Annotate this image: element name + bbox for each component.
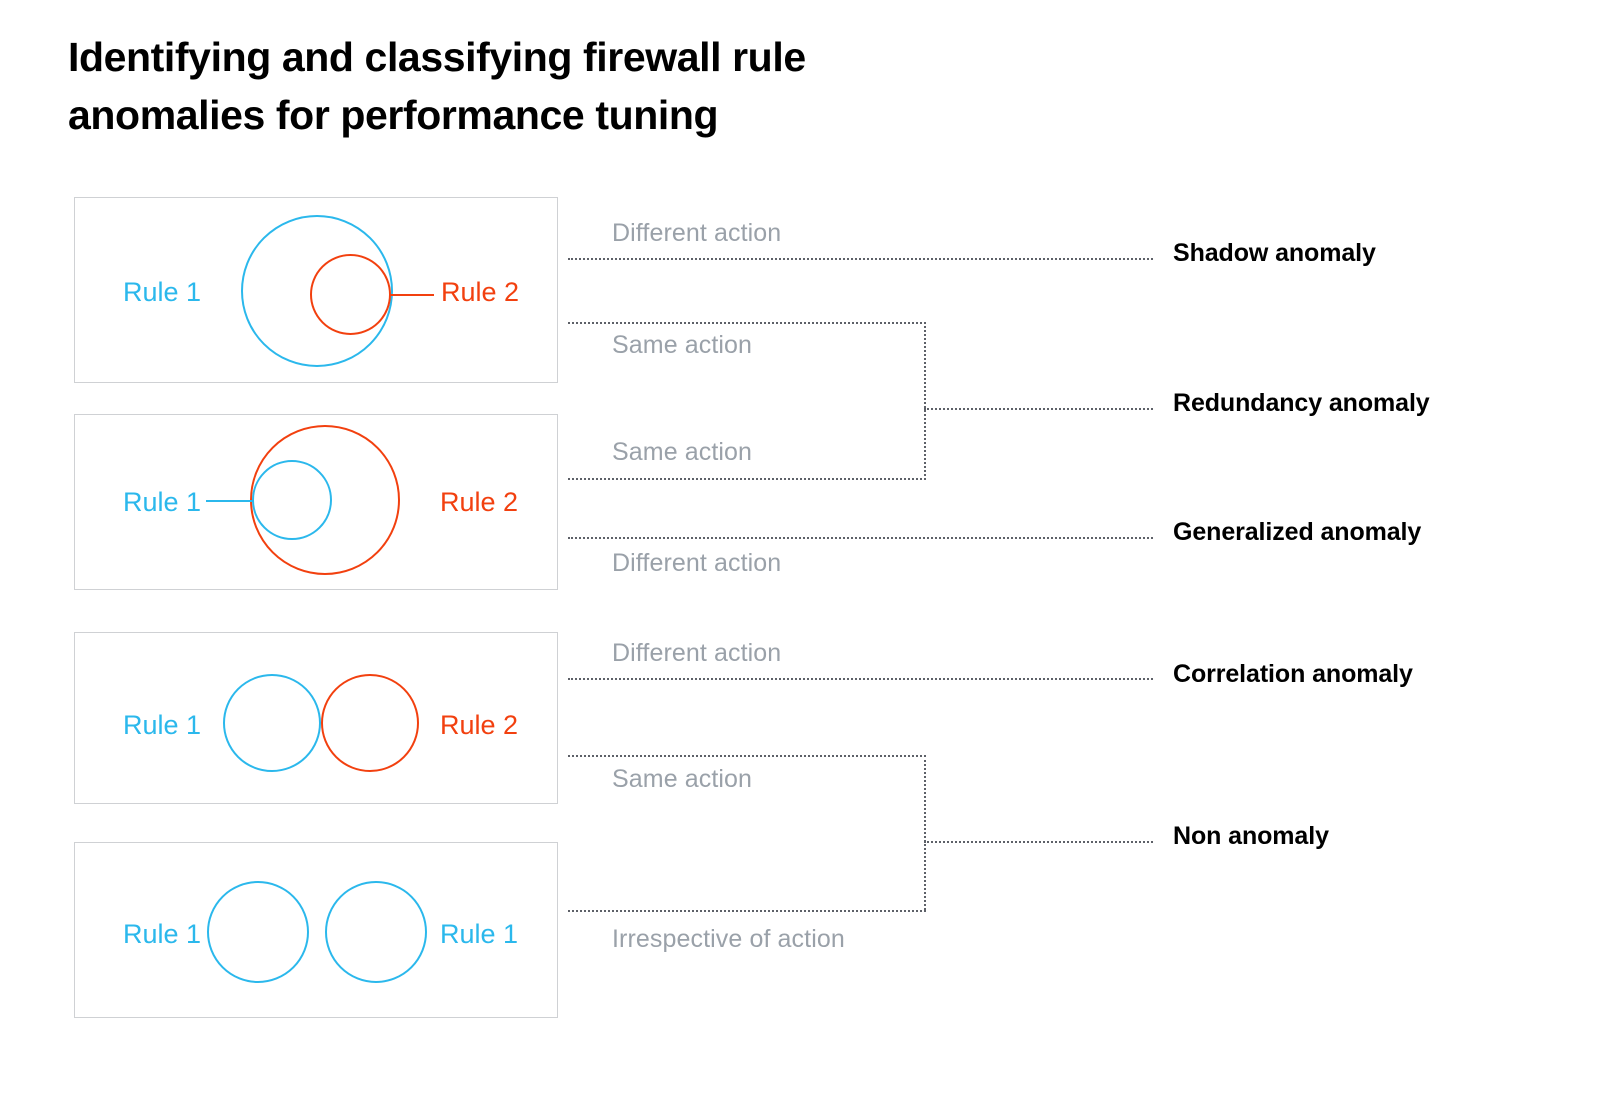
panel2-rule1-leader-line [206,500,253,502]
connector-generalized [568,537,1153,539]
action-label-same-3: Same action [612,765,753,793]
action-label-different-2: Different action [612,549,782,577]
panel-disjoint-case [74,842,558,1018]
panel1-rule2-label: Rule 2 [441,277,520,307]
panel2-rule1-label: Rule 1 [123,487,202,517]
panel1-rule1-label: Rule 1 [123,277,202,307]
panel3-rule2-circle [321,674,419,772]
connector-non-anomaly-out [924,841,1153,843]
action-label-same-1: Same action [612,331,753,359]
panel4-rule1-circle-left [207,881,309,983]
anomaly-label-redundancy: Redundancy anomaly [1173,389,1430,417]
panel1-rule1-circle [241,215,393,367]
panel4-rule1-circle-right [325,881,427,983]
panel2-rule2-label: Rule 2 [440,487,519,517]
panel3-rule1-label: Rule 1 [123,710,202,740]
connector-non-anomaly-bracket [924,755,926,910]
panel2-rule1-circle [252,460,332,540]
panel1-rule2-circle [310,254,391,335]
connector-non-anomaly-top [568,755,926,757]
connector-non-anomaly-bottom [568,910,926,912]
action-label-irrespective: Irrespective of action [612,925,845,953]
anomaly-label-correlation: Correlation anomaly [1173,660,1413,688]
action-label-different-1: Different action [612,219,782,247]
action-label-same-2: Same action [612,438,753,466]
panel3-rule2-label: Rule 2 [440,710,519,740]
anomaly-label-non-anomaly: Non anomaly [1173,822,1329,850]
connector-redundancy-bottom [568,478,926,480]
connector-redundancy-out [924,408,1153,410]
connector-correlation [568,678,1153,680]
panel1-rule2-leader-line [389,294,434,296]
panel4-rule1-label-right: Rule 1 [440,919,519,949]
page-title: Identifying and classifying firewall rul… [68,34,806,139]
panel3-rule1-circle [223,674,321,772]
anomaly-label-shadow: Shadow anomaly [1173,239,1376,267]
action-label-different-3: Different action [612,639,782,667]
anomaly-label-generalized: Generalized anomaly [1173,518,1422,546]
connector-redundancy-top [568,322,926,324]
connector-shadow [568,258,1153,260]
panel4-rule1-label-left: Rule 1 [123,919,202,949]
connector-redundancy-bracket [924,322,926,480]
